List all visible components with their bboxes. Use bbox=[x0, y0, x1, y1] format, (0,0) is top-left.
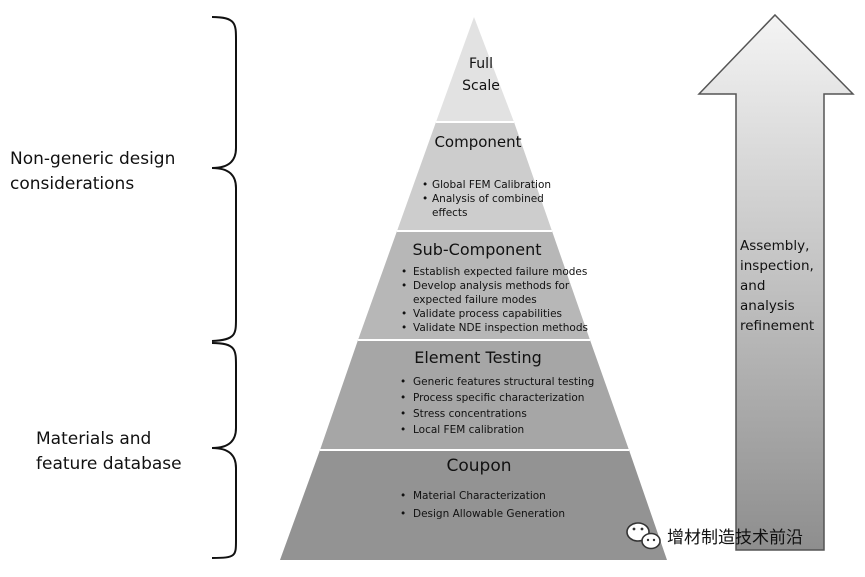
bullet-dot: • bbox=[400, 392, 406, 404]
bullet-dot: • bbox=[400, 424, 406, 436]
sub-component-bullet-2-line-1: Develop analysis methods for bbox=[413, 280, 570, 292]
bullet-dot: • bbox=[422, 179, 428, 191]
arrow-label-line-5: refinement bbox=[740, 318, 814, 334]
element-testing-title: Element Testing bbox=[414, 348, 542, 367]
full-scale-title-line-2: Scale bbox=[462, 78, 500, 94]
component-bullet-1: Global FEM Calibration bbox=[432, 179, 551, 191]
band-coupon bbox=[280, 450, 667, 560]
arrow-label-line-3: and bbox=[740, 278, 765, 294]
element-testing-bullet-3: Stress concentrations bbox=[413, 408, 527, 420]
band-element-testing bbox=[320, 340, 629, 450]
bullet-dot: • bbox=[401, 266, 407, 278]
element-testing-bullet-4: Local FEM calibration bbox=[413, 424, 524, 436]
element-testing-bullet-1: Generic features structural testing bbox=[413, 376, 594, 388]
sub-component-bullet-3: Validate process capabilities bbox=[413, 308, 562, 320]
bullet-dot: • bbox=[400, 490, 406, 502]
arrow-label-line-1: Assembly, bbox=[740, 238, 809, 254]
lower-label-line-1: Materials and bbox=[36, 429, 151, 449]
component-title: Component bbox=[434, 133, 521, 151]
upper-brace bbox=[211, 16, 237, 342]
coupon-title: Coupon bbox=[446, 456, 511, 476]
bullet-dot: • bbox=[400, 376, 406, 388]
sub-component-bullet-1: Establish expected failure modes bbox=[413, 266, 587, 278]
coupon-bullet-1: Material Characterization bbox=[413, 490, 546, 502]
element-testing-bullet-2: Process specific characterization bbox=[413, 392, 584, 404]
bullet-dot: • bbox=[400, 408, 406, 420]
bullet-dot: • bbox=[401, 308, 407, 320]
sub-component-bullet-4: Validate NDE inspection methods bbox=[413, 322, 588, 334]
sub-component-bullet-2-line-2: expected failure modes bbox=[413, 294, 537, 306]
full-scale-title-line-1: Full bbox=[469, 56, 493, 72]
wechat-icon bbox=[626, 522, 661, 550]
lower-brace bbox=[211, 342, 237, 559]
component-bullet-2-line-2: effects bbox=[432, 207, 468, 219]
bullet-dot: • bbox=[401, 280, 407, 292]
upper-label-line-2: considerations bbox=[10, 174, 134, 194]
band-full-scale bbox=[436, 17, 514, 122]
bullet-dot: • bbox=[401, 322, 407, 334]
bullet-dot: • bbox=[400, 508, 406, 520]
watermark-text: 增材制造技术前沿 bbox=[667, 528, 803, 548]
band-component bbox=[397, 122, 552, 231]
band-sub-component bbox=[358, 231, 590, 340]
component-bullet-2-line-1: Analysis of combined bbox=[432, 193, 544, 205]
arrow-label-line-4: analysis bbox=[740, 298, 795, 314]
coupon-bullet-2: Design Allowable Generation bbox=[413, 508, 565, 520]
sub-component-title: Sub-Component bbox=[412, 240, 541, 259]
upward-arrow bbox=[697, 13, 855, 551]
pyramid bbox=[280, 17, 667, 560]
arrow-label-line-2: inspection, bbox=[740, 258, 814, 274]
lower-label-line-2: feature database bbox=[36, 454, 182, 474]
bullet-dot: • bbox=[422, 193, 428, 205]
upper-label-line-1: Non-generic design bbox=[10, 149, 175, 169]
